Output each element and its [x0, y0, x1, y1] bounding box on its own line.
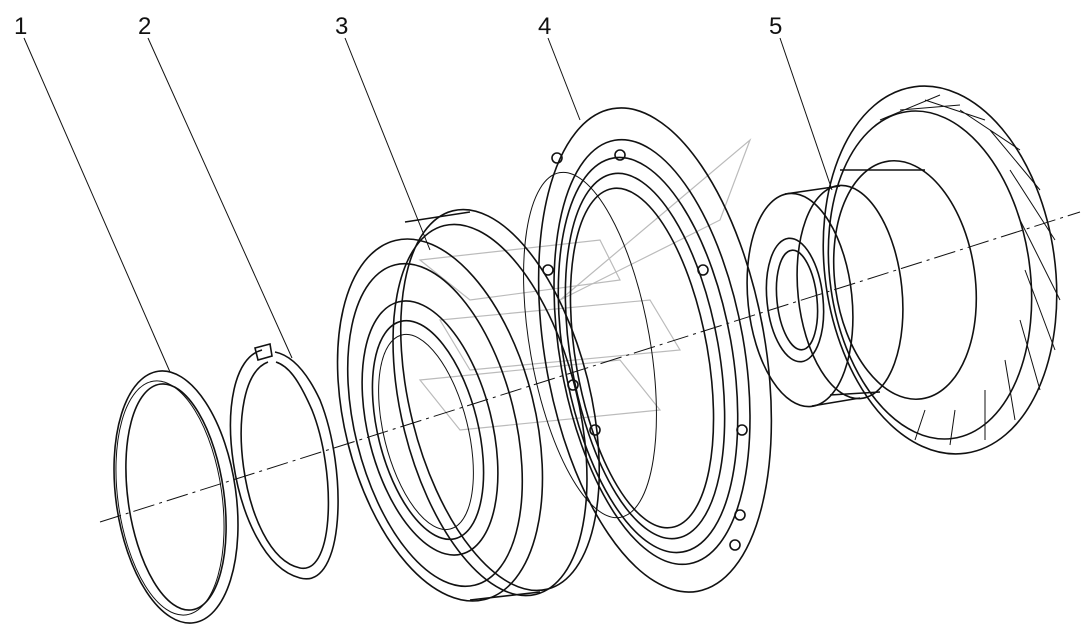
leader-1: [23, 37, 171, 373]
callout-4: 4: [538, 13, 551, 40]
leader-4: [547, 37, 581, 121]
leader-lines: [23, 37, 833, 373]
callout-1: 1: [14, 13, 27, 40]
part-2-snap-ring: [229, 343, 339, 580]
callout-3: 3: [335, 13, 348, 40]
leader-5: [779, 37, 833, 191]
leader-3: [344, 37, 431, 251]
callout-5: 5: [769, 13, 782, 40]
center-axis: [99, 211, 1081, 523]
callout-2: 2: [138, 13, 151, 40]
watermark-logo: [418, 138, 752, 431]
part-3-ball-bearing: [336, 208, 601, 602]
leader-2: [147, 37, 293, 359]
part-4-flange-cover: [523, 107, 773, 593]
part-1-retaining-ring: [113, 370, 239, 624]
part-5-helical-gear: [746, 85, 1061, 455]
